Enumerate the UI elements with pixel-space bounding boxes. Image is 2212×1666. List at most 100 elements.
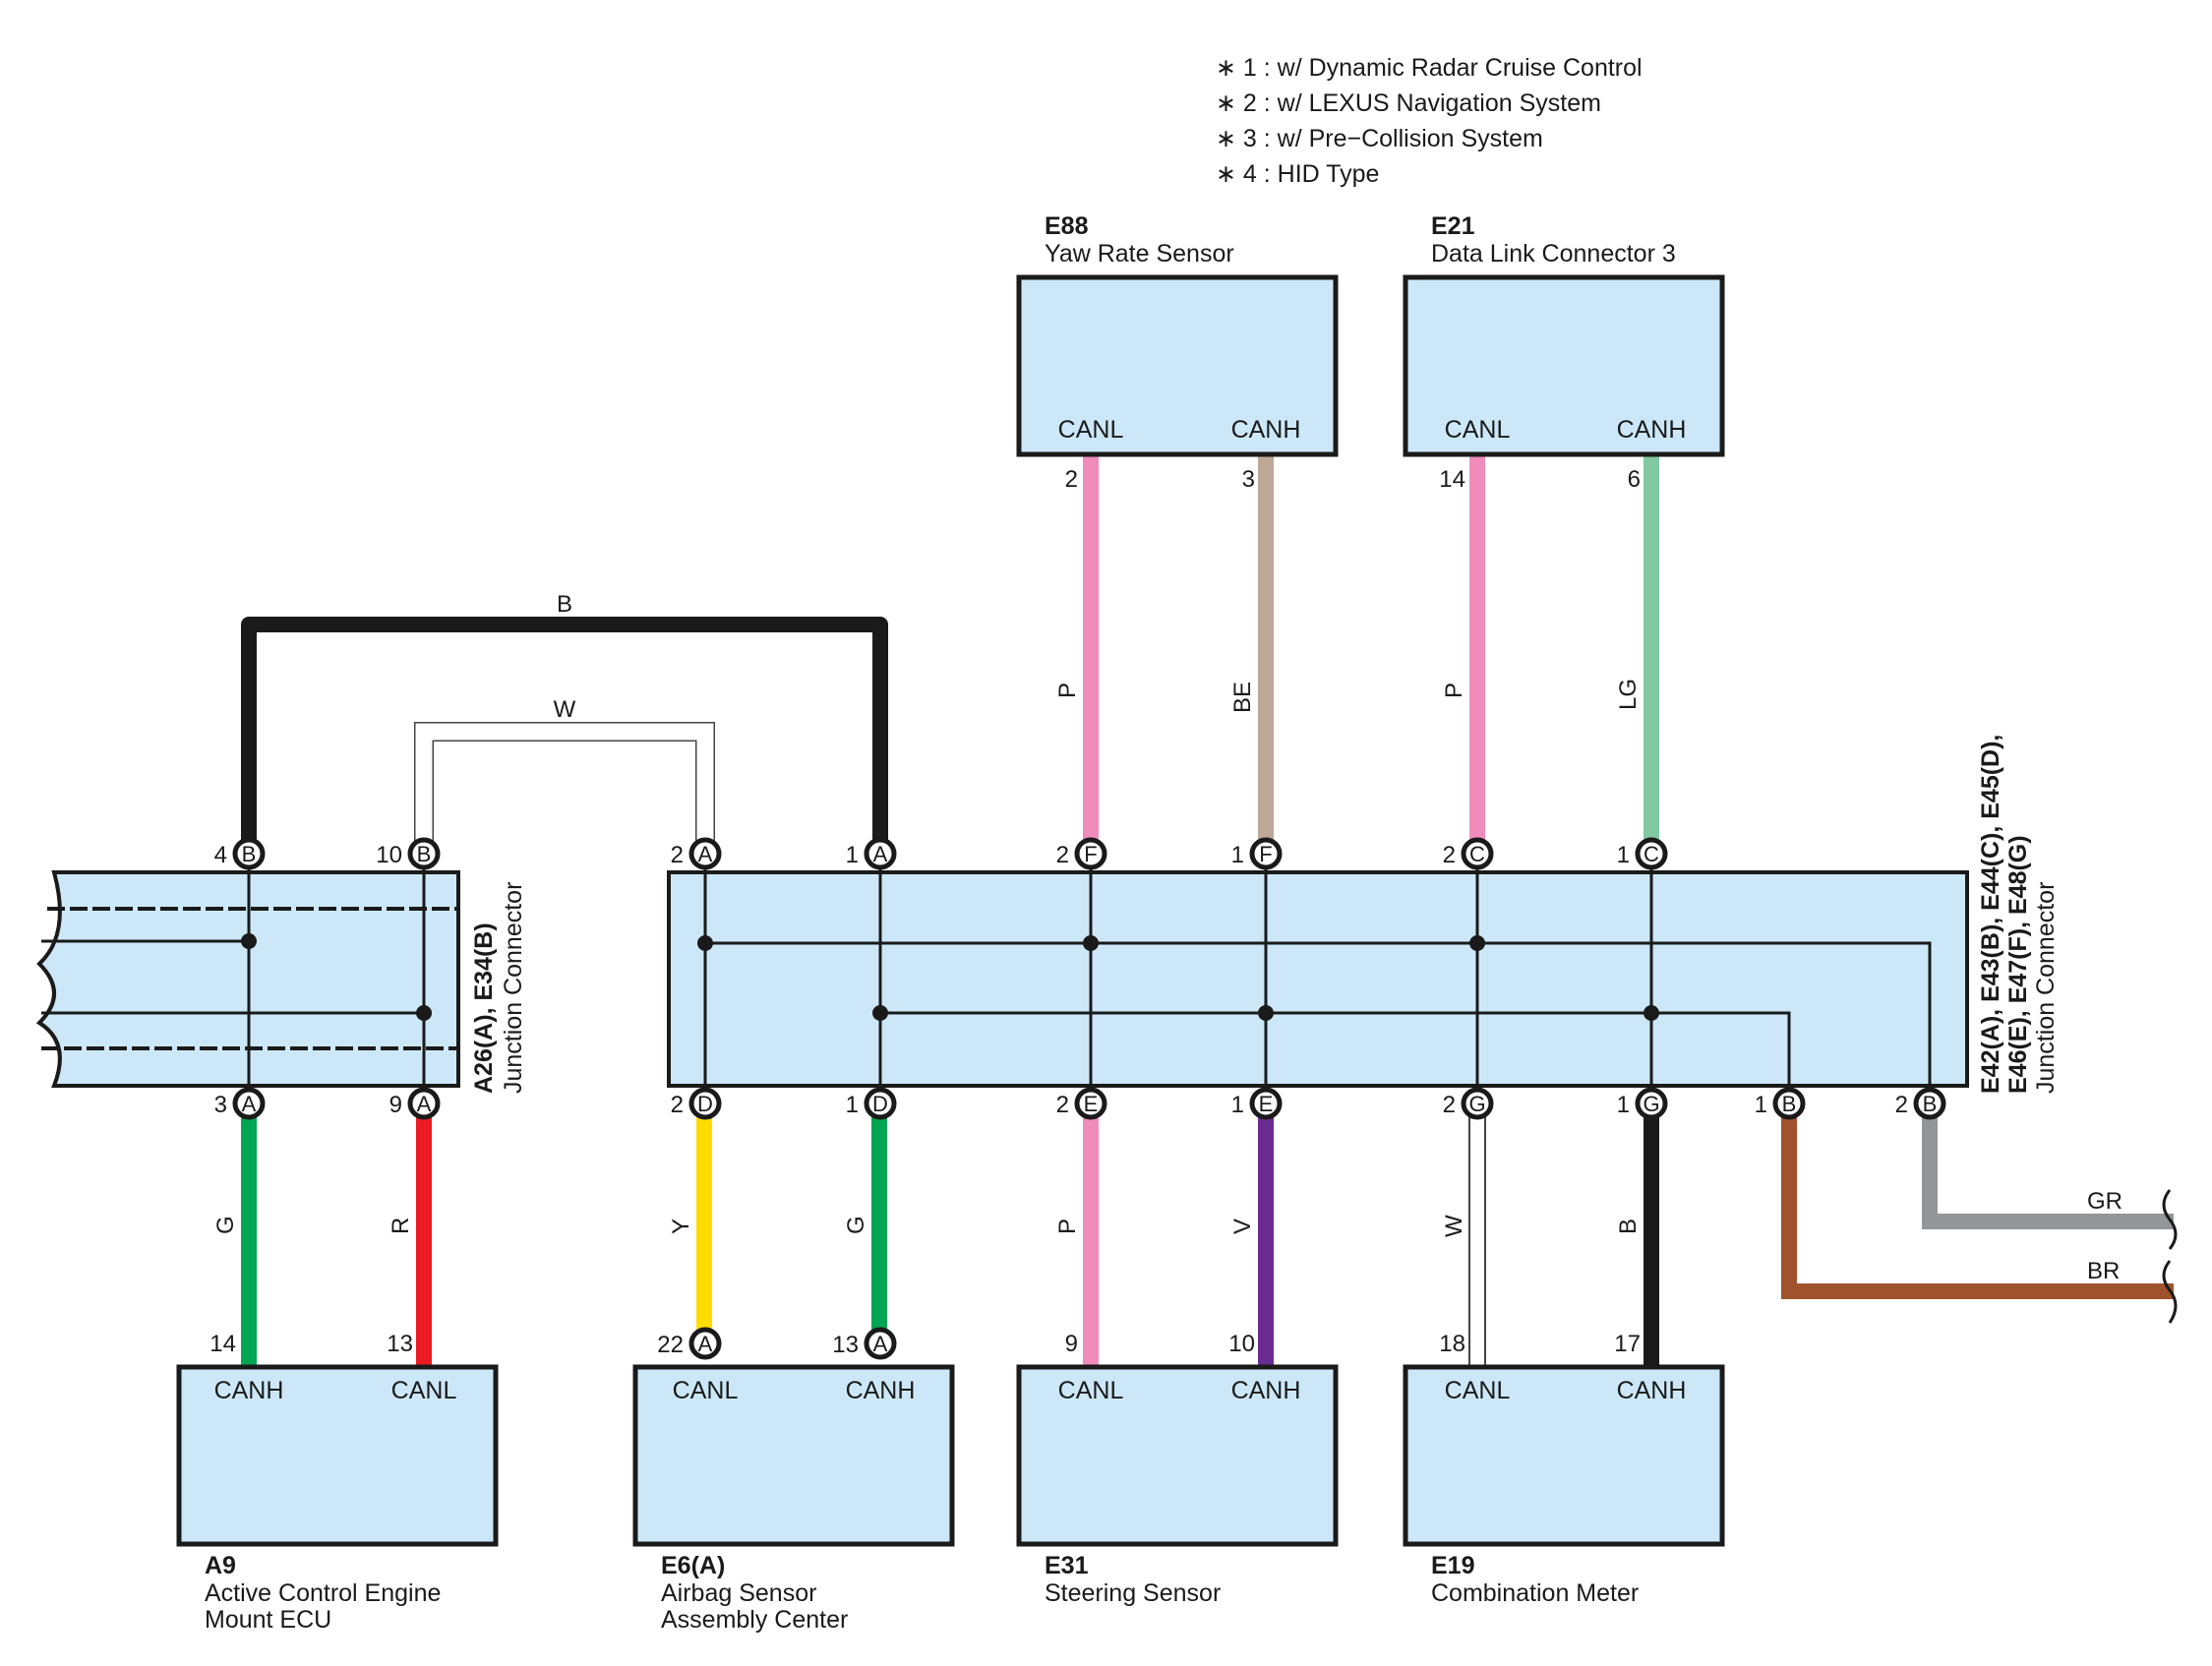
pin-e6-13: A 13 (832, 1327, 897, 1360)
pin-j1-bot-a3: A 3 (214, 1087, 266, 1120)
svg-text:4: 4 (214, 842, 227, 868)
wire-label-e31-canl: P (1054, 1219, 1081, 1234)
svg-text:2: 2 (671, 1092, 684, 1118)
a9-term-canh: CANH (214, 1377, 284, 1404)
e21-name: Data Link Connector 3 (1431, 240, 1676, 268)
e31-term-canh: CANH (1231, 1377, 1301, 1404)
a9-name-1: Active Control Engine (205, 1579, 441, 1607)
pin-j1-bot-a9: A 9 (389, 1087, 441, 1120)
pin-j2-bot-e1: E 1 (1231, 1087, 1283, 1120)
wire-label-e88-canl: P (1054, 683, 1081, 698)
svg-text:E: E (1084, 1092, 1099, 1116)
e31-name: Steering Sensor (1045, 1579, 1221, 1607)
component-e19-combination-meter: CANL CANH E19 Combination Meter (1403, 1364, 1725, 1607)
svg-text:A: A (698, 1332, 713, 1356)
wire-label-e19-canh: B (1615, 1219, 1642, 1234)
wire-e21-canl (1469, 455, 1485, 851)
e31-term-canl: CANL (1058, 1377, 1124, 1404)
wire-label-e21-canl: P (1441, 683, 1467, 698)
svg-text:2: 2 (1443, 842, 1456, 868)
pin-j2-top-a2: A 2 (671, 837, 722, 870)
pin-j2-bot-g2: G 2 (1443, 1087, 1494, 1120)
svg-text:G: G (1468, 1092, 1485, 1116)
svg-text:E: E (1259, 1092, 1274, 1116)
pin-j1-top-b10: B 10 (376, 837, 441, 870)
svg-text:D: D (872, 1092, 888, 1116)
wire-label-br: BR (2087, 1258, 2120, 1284)
wire-e6-canl (696, 1103, 712, 1339)
wire-break-symbol (2162, 1189, 2178, 1324)
note-2: ∗ 2 : w/ LEXUS Navigation System (1216, 89, 1601, 117)
svg-text:A: A (242, 1092, 257, 1116)
e88-code: E88 (1045, 212, 1089, 240)
svg-text:F: F (1084, 842, 1097, 866)
wire-label-e31-canh: V (1229, 1219, 1256, 1234)
pin-e19-18: 18 (1439, 1331, 1465, 1357)
svg-text:2: 2 (671, 842, 684, 868)
e6-term-canh: CANH (846, 1377, 916, 1404)
junction-connector-left (35, 863, 460, 1096)
svg-text:2: 2 (1443, 1092, 1456, 1118)
pin-e88-2: 2 (1065, 466, 1078, 493)
svg-text:C: C (1469, 842, 1485, 866)
svg-text:A: A (873, 842, 888, 866)
svg-text:C: C (1644, 842, 1659, 866)
pin-j2-bot-b2: B 2 (1895, 1087, 1946, 1120)
svg-text:B: B (417, 842, 432, 866)
svg-text:10: 10 (376, 842, 402, 868)
svg-text:A: A (698, 842, 713, 866)
wire-label-e88-canh: BE (1229, 682, 1256, 713)
e19-term-canl: CANL (1445, 1377, 1511, 1404)
e21-term-canh: CANH (1617, 416, 1687, 444)
svg-text:B: B (1782, 1092, 1797, 1116)
svg-text:1: 1 (1231, 842, 1244, 868)
pin-j2-top-c2: C 2 (1443, 837, 1494, 870)
wire-e31-canh (1258, 1103, 1274, 1367)
junction-connector-main (667, 863, 1969, 1096)
e21-term-canl: CANL (1445, 416, 1511, 444)
e19-name: Combination Meter (1431, 1579, 1639, 1607)
pin-j2-bot-b1: B 1 (1755, 1087, 1806, 1120)
svg-text:1: 1 (1755, 1092, 1767, 1118)
svg-text:1: 1 (1617, 842, 1630, 868)
svg-text:2: 2 (1895, 1092, 1908, 1118)
note-1: ∗ 1 : w/ Dynamic Radar Cruise Control (1216, 54, 1643, 82)
svg-text:3: 3 (214, 1092, 227, 1118)
e21-code: E21 (1431, 212, 1475, 240)
svg-text:13: 13 (832, 1332, 859, 1358)
wire-gr (1922, 1103, 2174, 1229)
pin-j2-top-a1: A 1 (846, 837, 897, 870)
e88-term-canl: CANL (1058, 416, 1124, 444)
wire-label-e19-canl: W (1441, 1215, 1467, 1237)
wire-br (1781, 1103, 2174, 1299)
note-4: ∗ 4 : HID Type (1216, 160, 1379, 188)
wire-w-top (414, 722, 715, 848)
a9-code: A9 (205, 1552, 236, 1579)
svg-text:D: D (697, 1092, 713, 1116)
wire-a9-canh (241, 1103, 257, 1367)
svg-text:A: A (417, 1092, 432, 1116)
component-e88-yaw-rate-sensor: E88 Yaw Rate Sensor CANL CANH (1016, 212, 1339, 457)
wire-label-e6-canh: G (843, 1216, 869, 1234)
svg-text:1: 1 (846, 842, 859, 868)
svg-text:B: B (242, 842, 257, 866)
svg-text:2: 2 (1056, 842, 1069, 868)
pin-j2-bot-e2: E 2 (1056, 1087, 1107, 1120)
svg-text:22: 22 (657, 1332, 684, 1358)
pin-j2-top-f2: F 2 (1056, 837, 1107, 870)
pin-j2-bot-d2: D 2 (671, 1087, 722, 1120)
wire-e19-canl (1468, 1103, 1486, 1367)
pin-e31-10: 10 (1228, 1331, 1255, 1357)
junction-left-label: A26(A), E34(B) Junction Connector (470, 882, 527, 1094)
junction-left-name: Junction Connector (500, 882, 527, 1094)
e6-name-1: Airbag Sensor (661, 1579, 816, 1607)
wire-label-a9-canh: G (212, 1216, 239, 1234)
svg-text:9: 9 (389, 1092, 402, 1118)
note-3: ∗ 3 : w/ Pre−Collision System (1216, 125, 1543, 152)
pin-e19-17: 17 (1614, 1331, 1641, 1357)
junction-left-code: A26(A), E34(B) (470, 922, 498, 1094)
wire-label-w-top: W (554, 696, 576, 723)
e6-code: E6(A) (661, 1552, 725, 1579)
svg-text:1: 1 (846, 1092, 859, 1118)
